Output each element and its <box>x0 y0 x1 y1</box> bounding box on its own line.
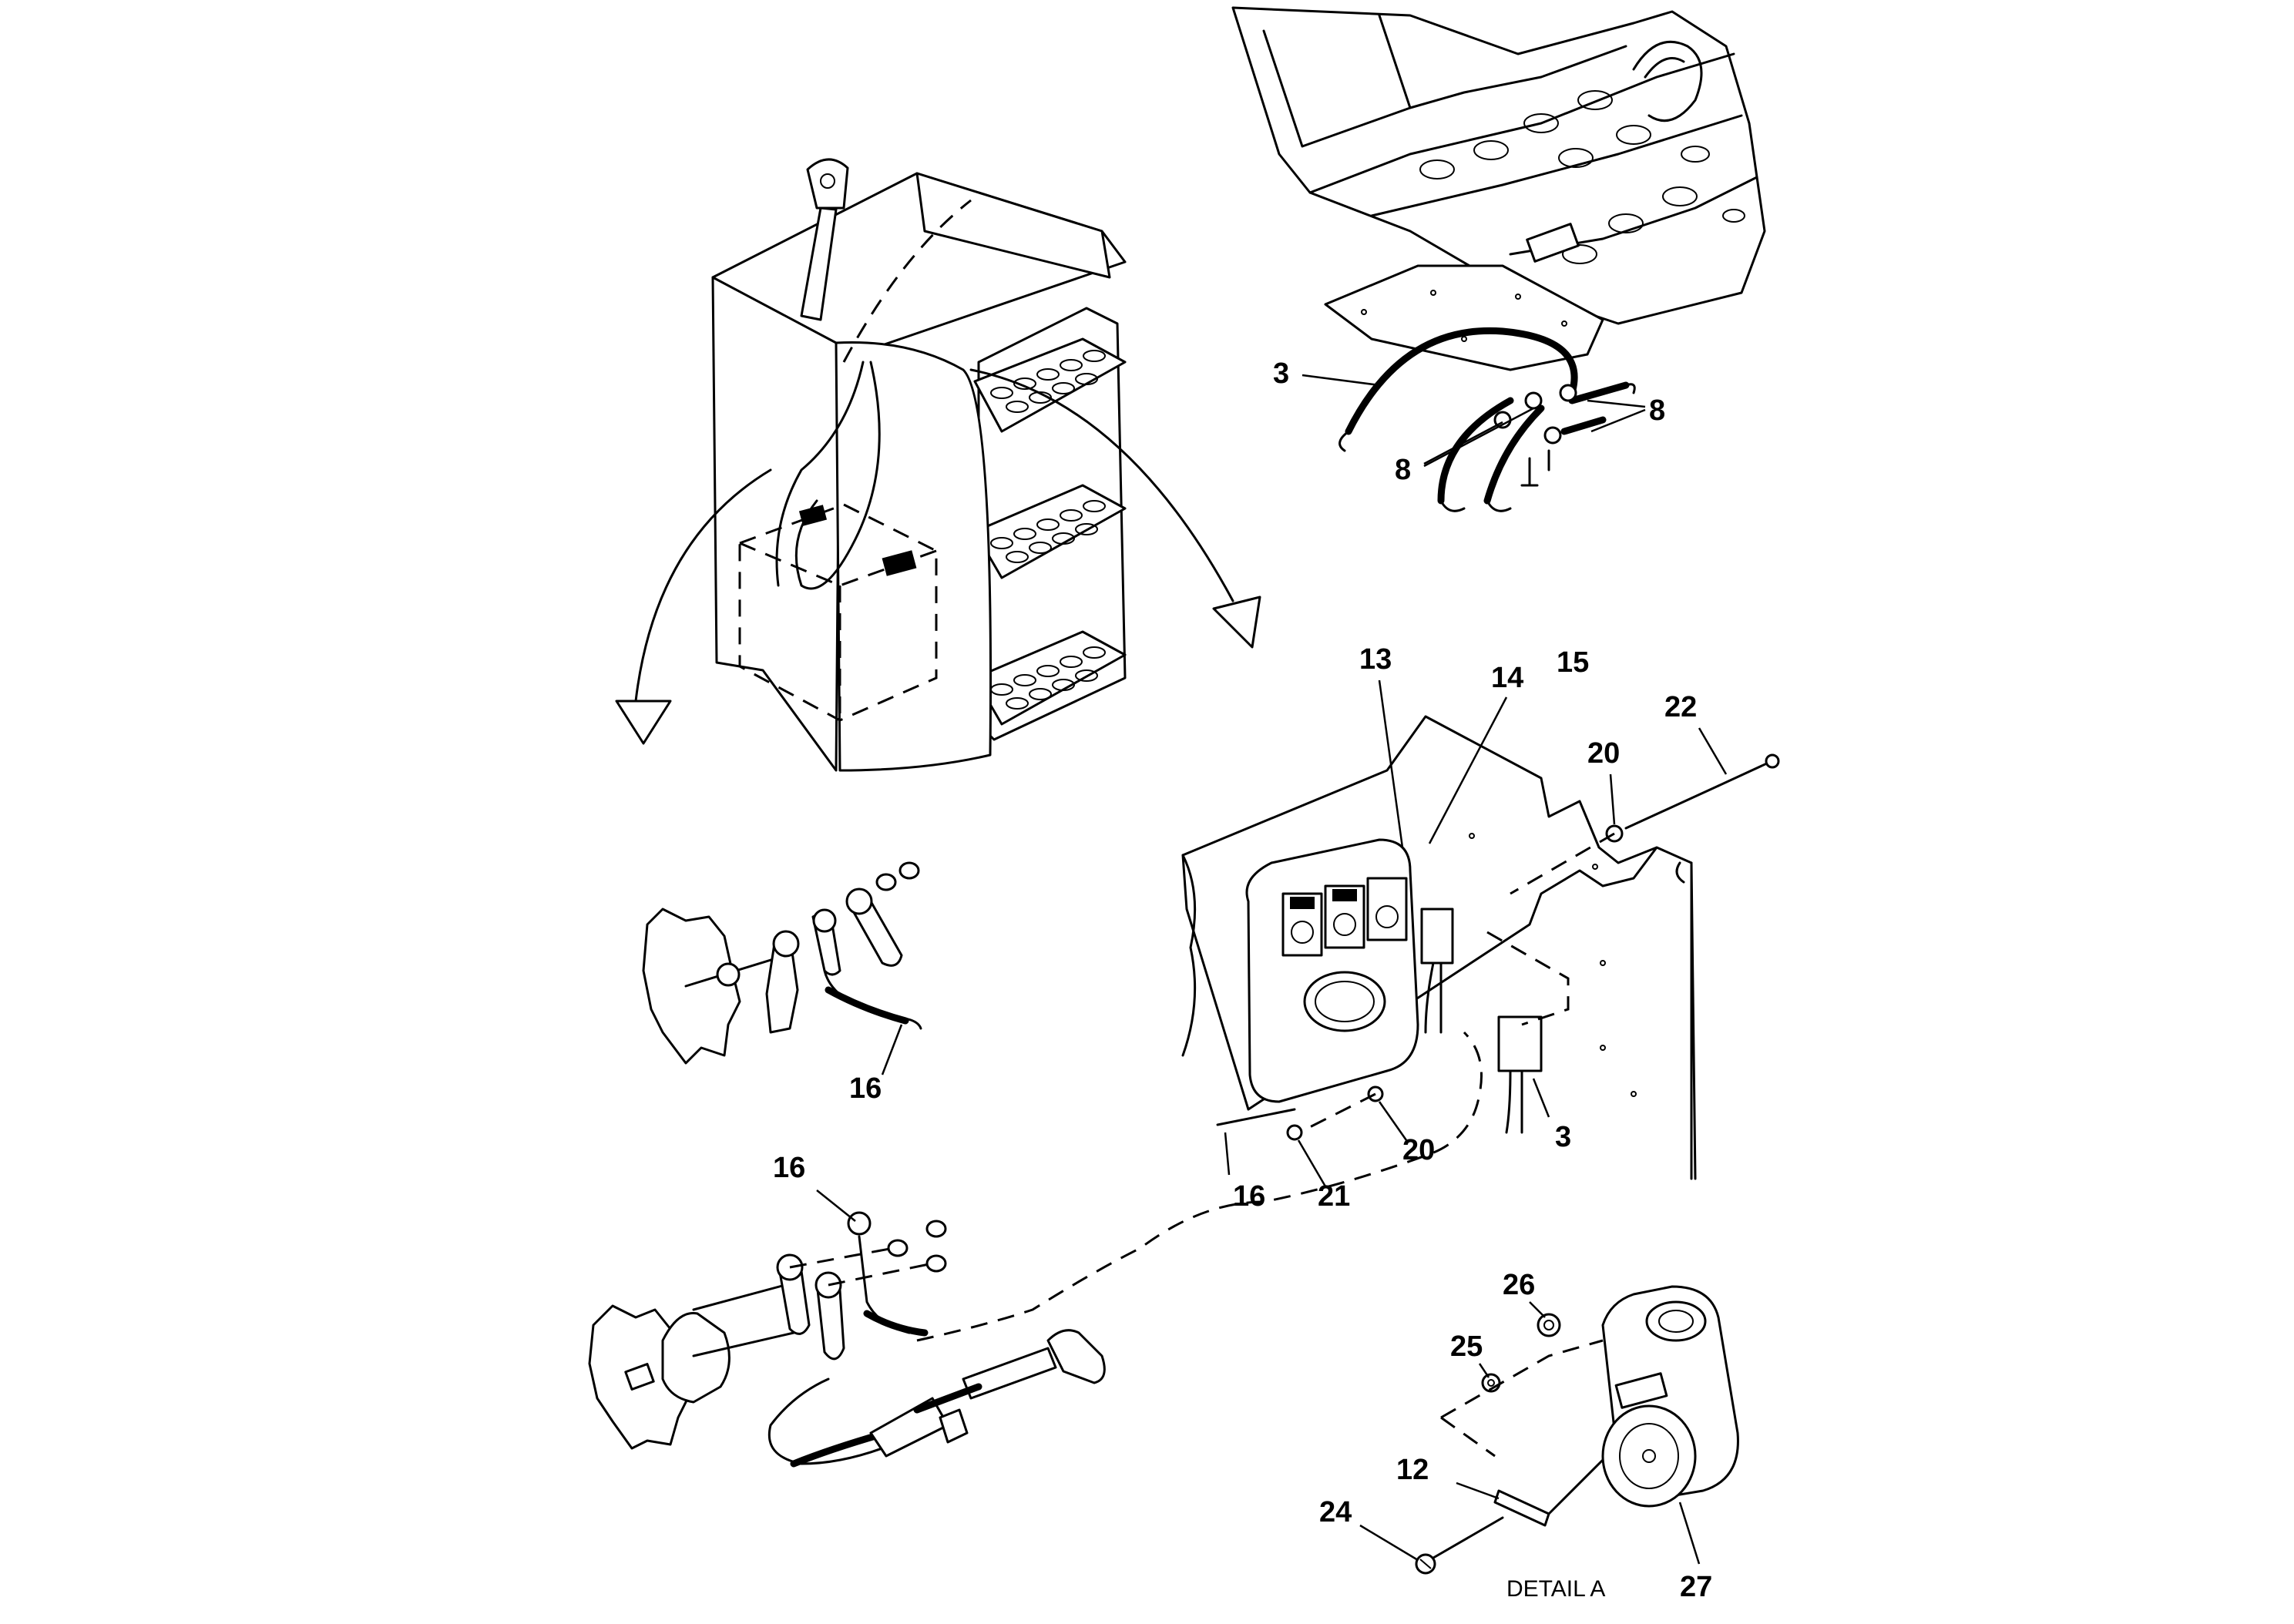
callout-8-left: 8 <box>1395 454 1411 486</box>
callout-16-mid: 16 <box>849 1072 882 1105</box>
callout-13: 13 <box>1359 643 1392 676</box>
callout-20-bottom: 20 <box>1402 1134 1435 1166</box>
ground-connection-detail <box>642 861 922 1065</box>
callout-16-panel: 16 <box>1233 1180 1265 1213</box>
detail-a-caption: DETAIL A <box>1506 1576 1605 1602</box>
callout-27: 27 <box>1680 1571 1712 1603</box>
callout-20-top: 20 <box>1587 737 1620 770</box>
callout-12: 12 <box>1396 1454 1429 1486</box>
leader-lines <box>816 374 1728 1565</box>
electrical-panel <box>1181 715 1780 1180</box>
callout-16-lower: 16 <box>773 1152 805 1184</box>
callout-26: 26 <box>1503 1269 1535 1301</box>
chassis-frame <box>1231 6 1766 371</box>
callout-3-relay: 3 <box>1555 1121 1571 1153</box>
callout-labels: 3 8 8 13 14 15 22 20 16 3 20 16 21 16 26… <box>773 357 1712 1603</box>
callout-14: 14 <box>1491 662 1523 694</box>
battery-box-assembly <box>615 158 1261 772</box>
callout-25: 25 <box>1450 1330 1483 1363</box>
callout-15: 15 <box>1557 646 1589 679</box>
callout-24: 24 <box>1319 1496 1352 1528</box>
callout-3-top: 3 <box>1273 357 1289 390</box>
master-switch-detail <box>588 1031 1483 1468</box>
cable-harness-top <box>1338 327 1636 512</box>
callout-21: 21 <box>1318 1180 1350 1213</box>
callout-22: 22 <box>1664 691 1697 723</box>
callout-8-right: 8 <box>1649 394 1665 427</box>
detail-a <box>1415 1285 1739 1575</box>
